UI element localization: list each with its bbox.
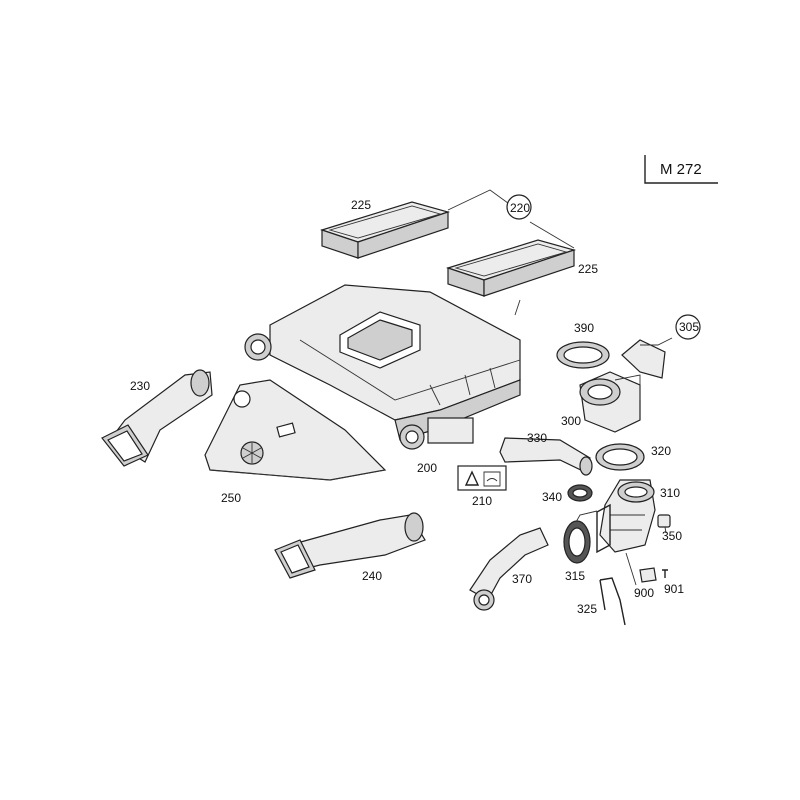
part-label-330: 330 [527, 431, 547, 445]
part-label-225-upper: 225 [351, 198, 371, 212]
part-900[interactable] [639, 567, 657, 583]
engine-code-label: M 272 [660, 161, 702, 178]
part-label-315: 315 [565, 569, 585, 583]
part-label-370: 370 [512, 572, 532, 586]
air-flow-housing-300[interactable] [579, 371, 641, 433]
leader-220-a [447, 189, 513, 211]
seal-ring-320[interactable] [595, 443, 645, 471]
part-label-900: 900 [634, 586, 654, 600]
hose-330[interactable] [499, 437, 593, 476]
hose-370[interactable] [469, 527, 549, 611]
intake-duct-left[interactable] [101, 369, 213, 467]
callout-circle-220 [506, 194, 532, 220]
engine-cover[interactable] [204, 379, 387, 481]
part-901[interactable] [662, 569, 668, 578]
part-label-300: 300 [561, 414, 581, 428]
part-label-220: 220 [510, 201, 530, 215]
part-label-320: 320 [651, 444, 671, 458]
intake-duct-bottom[interactable] [274, 512, 426, 579]
gasket-325[interactable] [599, 577, 626, 626]
warning-label [457, 465, 507, 491]
connector-350[interactable] [657, 514, 671, 528]
part-label-305: 305 [679, 320, 699, 334]
clamp-340[interactable] [567, 484, 593, 502]
mass-air-flow-sensor-310[interactable] [596, 479, 656, 554]
seal-ring-390[interactable] [556, 341, 610, 369]
part-label-250: 250 [221, 491, 241, 505]
part-label-200: 200 [417, 461, 437, 475]
part-label-340: 340 [542, 490, 562, 504]
part-label-230: 230 [130, 379, 150, 393]
part-label-325: 325 [577, 602, 597, 616]
bracket-305[interactable] [621, 314, 701, 379]
part-label-310: 310 [660, 486, 680, 500]
part-label-350: 350 [662, 529, 682, 543]
part-label-240: 240 [362, 569, 382, 583]
part-label-210: 210 [472, 494, 492, 508]
seal-ring-315[interactable] [563, 520, 591, 564]
part-label-225-lower: 225 [578, 262, 598, 276]
engine-code-box: M 272 [644, 155, 718, 184]
air-filter-housing[interactable] [244, 284, 521, 450]
part-label-901: 901 [664, 582, 684, 596]
filter-element-lower[interactable] [446, 239, 577, 297]
leader-220-b [529, 221, 575, 249]
filter-element-upper[interactable] [320, 201, 451, 259]
part-label-390: 390 [574, 321, 594, 335]
